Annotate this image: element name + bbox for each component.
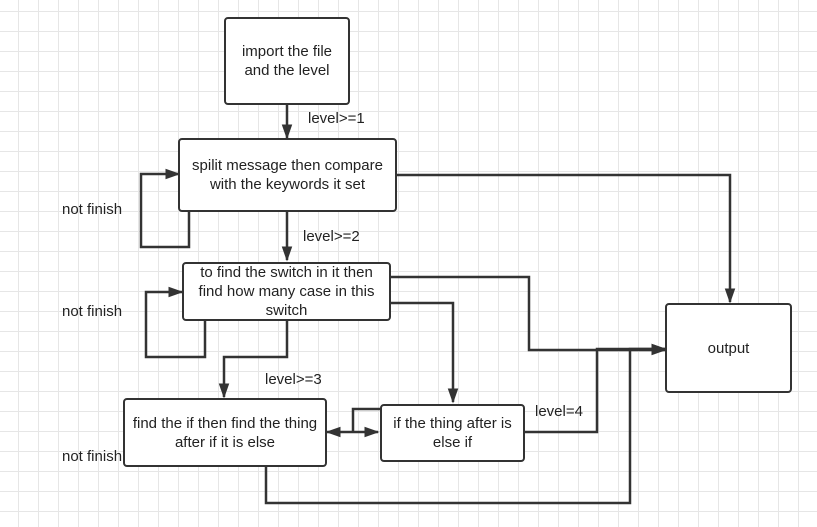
loop-label-switch: not finish (62, 303, 123, 320)
node-import: import the file and the level (224, 17, 350, 105)
node-if: find the if then find the thing after if… (123, 398, 327, 467)
node-split: spilit message then compare with the key… (178, 138, 397, 212)
node-split-text: spilit message then compare with the key… (192, 157, 383, 193)
edge-label-level3: level>=3 (265, 371, 322, 388)
node-output: output (665, 303, 792, 393)
node-else: if the thing after is else if (380, 404, 525, 462)
edge-label-level1: level>=1 (308, 110, 365, 127)
edge-switch-loop (144, 286, 207, 359)
edge-switch-to-else (390, 301, 459, 404)
node-switch-text: to find the switch in it then find how m… (198, 264, 375, 319)
node-import-text: import the file and the level (241, 43, 333, 79)
edge-switch-to-output (390, 275, 667, 356)
edge-label-level4: level=4 (535, 403, 583, 420)
loop-label-if: not finish (62, 448, 123, 465)
node-switch: to find the switch in it then find how m… (182, 262, 391, 321)
edge-switch-to-if (218, 320, 289, 399)
node-if-text: find the if then find the thing after if… (132, 414, 318, 451)
loop-label-split: not finish (62, 201, 123, 218)
edge-split-to-output (396, 173, 736, 304)
edge-if-to-output (264, 343, 667, 505)
node-else-text: if the thing after is else if (393, 415, 512, 451)
node-output-text: output (707, 339, 750, 357)
edge-label-level2: level>=2 (303, 228, 360, 245)
edge-else-back-to-if (351, 407, 380, 431)
edge-split-loop (139, 168, 191, 249)
